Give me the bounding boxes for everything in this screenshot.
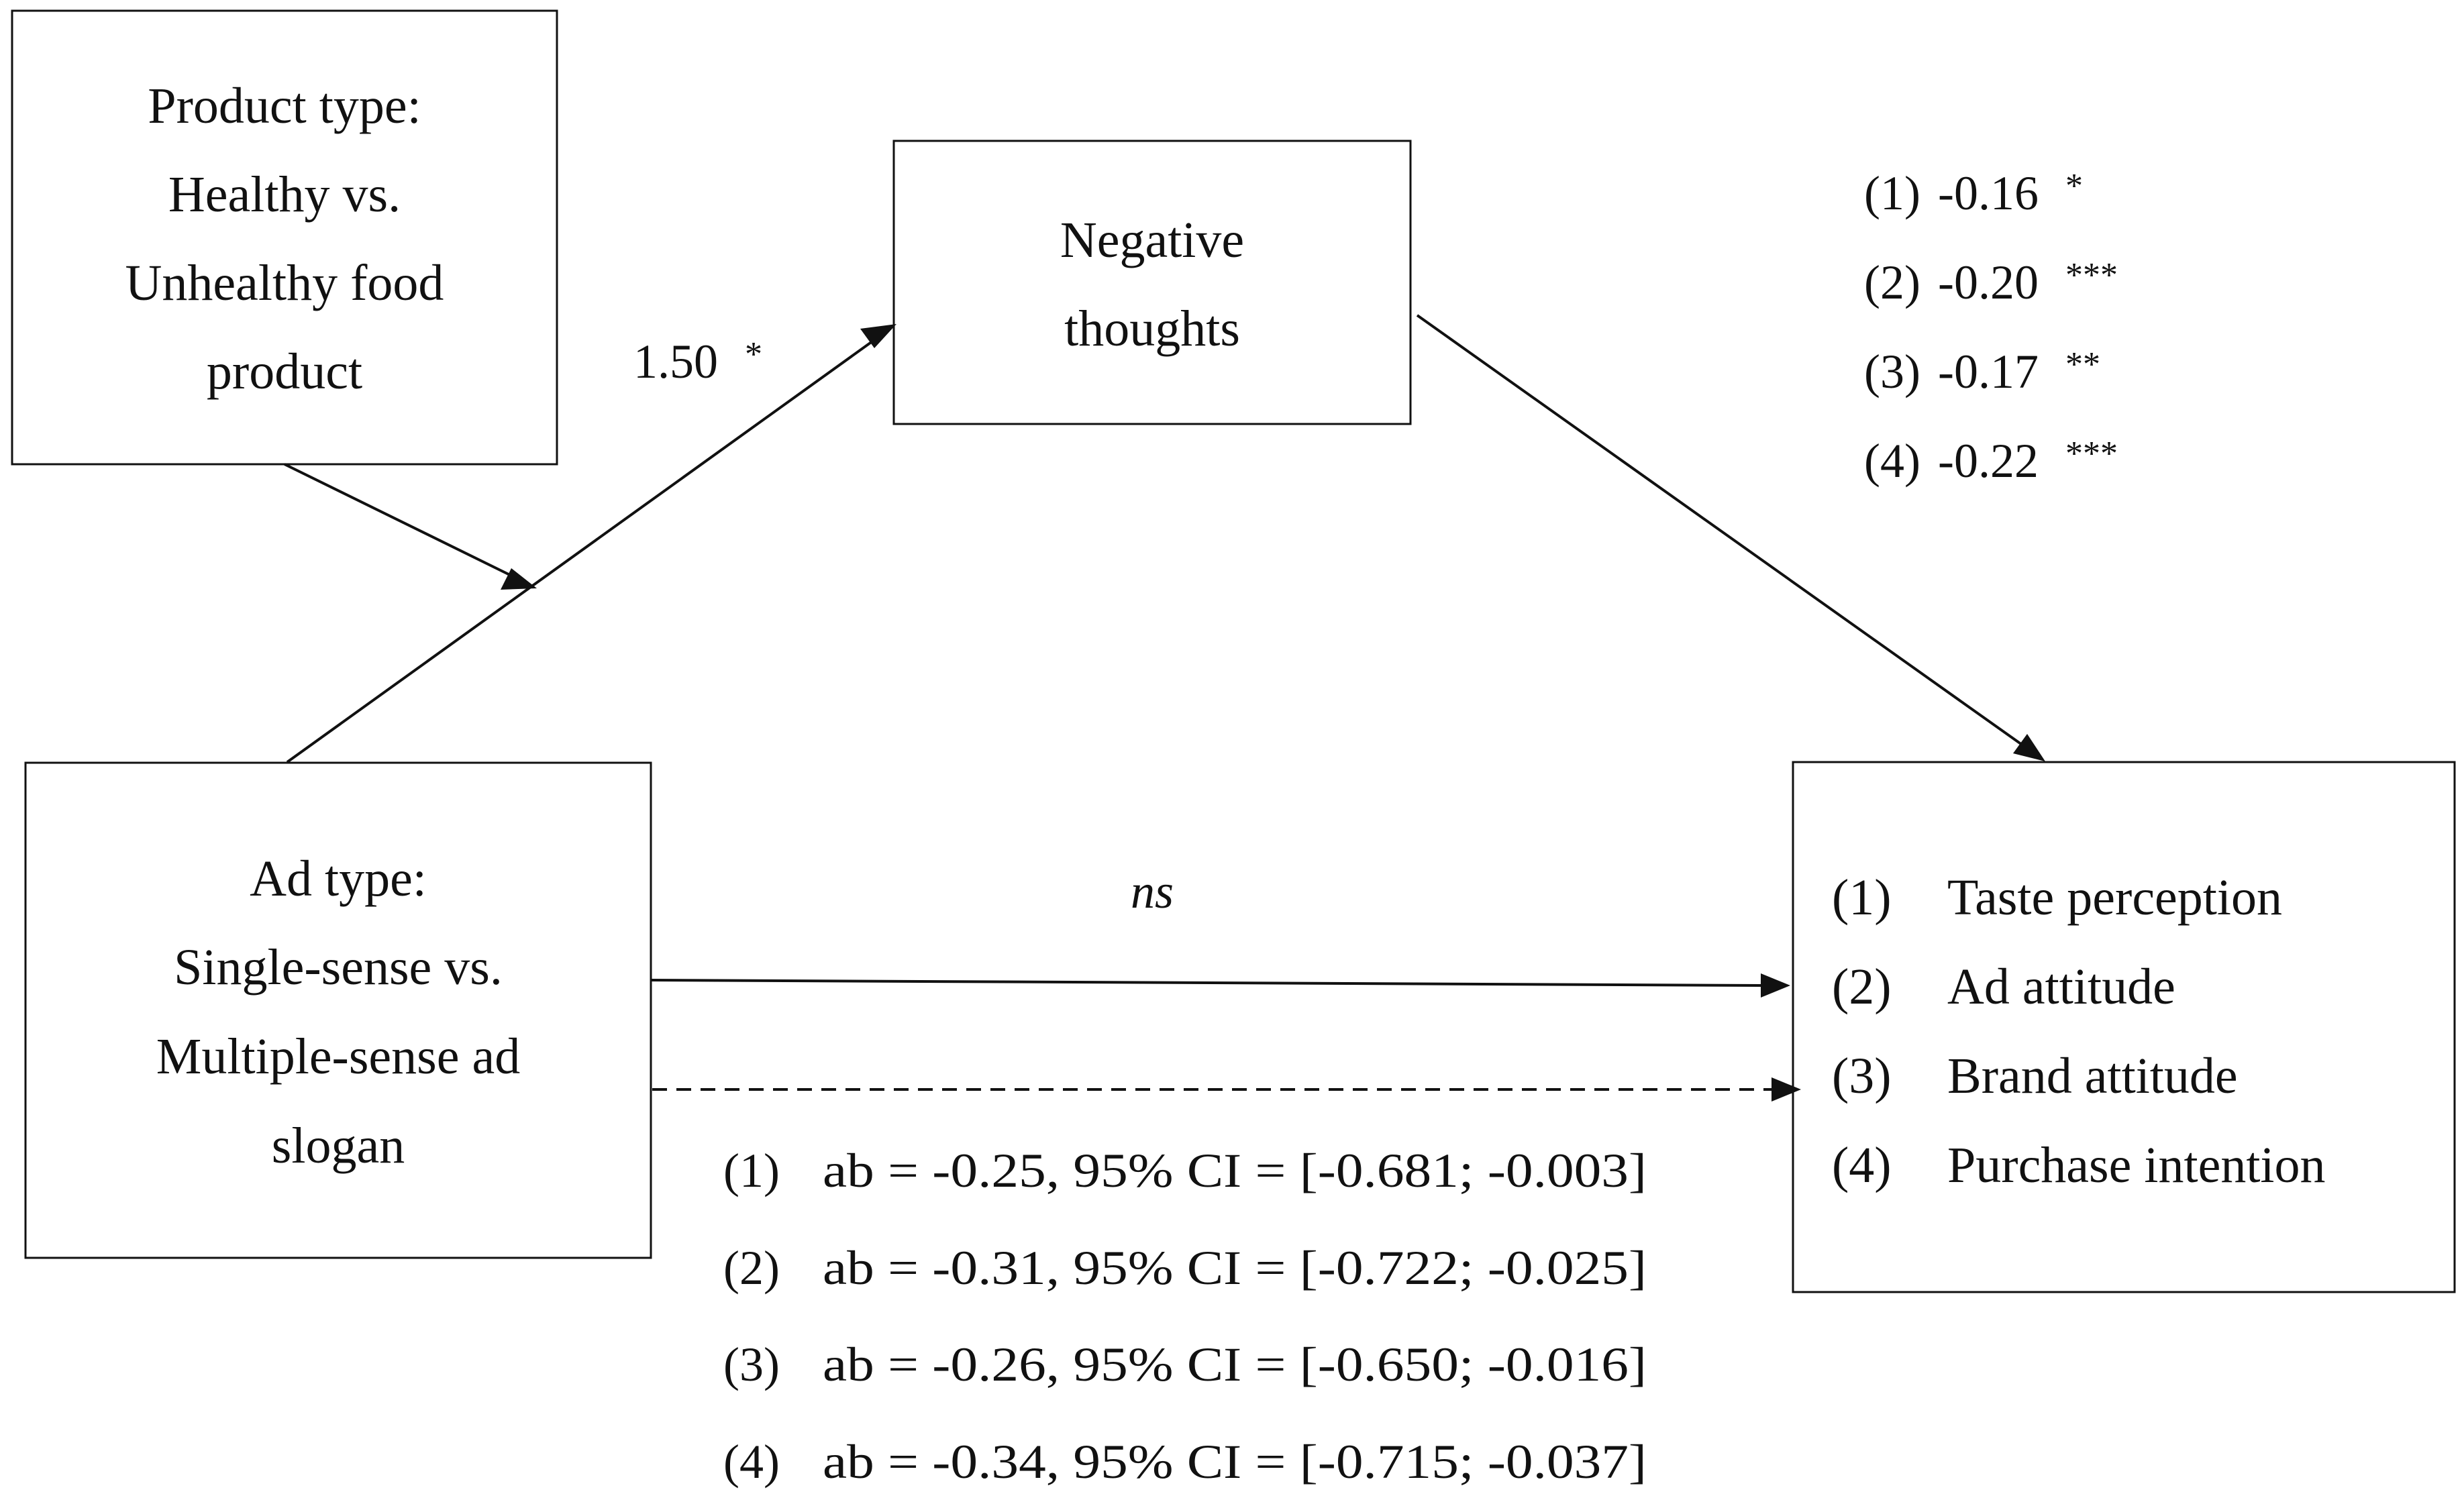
direct-effect-arrow — [650, 973, 1790, 998]
outcome-item-3: (3) Brand attitude — [1832, 1048, 2238, 1104]
indirect-effect-text: ab = -0.26, 95% CI = [-0.650; -0.016] — [823, 1338, 1647, 1391]
negative-thoughts-box: Negative thoughts — [892, 140, 1412, 425]
indirect-effect-row-2: (2) ab = -0.31, 95% CI = [-0.722; -0.025… — [723, 1241, 1647, 1295]
indirect-effect-row-4: (4) ab = -0.34, 95% CI = [-0.715; -0.037… — [723, 1435, 1647, 1489]
b-path-arrow — [1416, 314, 2045, 761]
ad-type-line-4: slogan — [272, 1118, 405, 1174]
outcome-label: Ad attitude — [1947, 959, 2175, 1015]
outcome-item-1: (1) Taste perception — [1832, 869, 2282, 926]
product-type-line-2: Healthy vs. — [168, 166, 401, 223]
b-path-row-2: (2) -0.20 *** — [1864, 256, 2118, 309]
b-path-value: -0.16 — [1938, 166, 2039, 220]
b-path-value: -0.22 — [1938, 434, 2039, 488]
outcomes-box: (1) Taste perception (2) Ad attitude (3)… — [1792, 761, 2456, 1293]
b-path-row-3: (3) -0.17 ** — [1864, 345, 2100, 398]
b-path-number: (2) — [1864, 256, 1920, 309]
b-path-number: (4) — [1864, 434, 1920, 488]
b-path-coefficients: (1) -0.16 * (2) -0.20 *** (3) -0.17 ** (… — [1864, 166, 2118, 488]
outcome-label: Taste perception — [1947, 869, 2282, 926]
b-path-row-4: (4) -0.22 *** — [1864, 434, 2118, 488]
indirect-effect-number: (1) — [723, 1144, 780, 1197]
indirect-effect-number: (3) — [723, 1338, 780, 1391]
outcome-label: Brand attitude — [1947, 1048, 2238, 1104]
outcome-number: (1) — [1832, 869, 1892, 926]
b-path-value: -0.17 — [1938, 345, 2039, 398]
moderator-arrow — [284, 463, 537, 590]
a-path-value: 1.50 — [633, 335, 718, 388]
indirect-effect-row-1: (1) ab = -0.25, 95% CI = [-0.681; -0.003… — [723, 1144, 1647, 1197]
b-path-number: (1) — [1864, 166, 1920, 220]
b-path-value: -0.20 — [1938, 256, 2039, 309]
a-path-arrow — [286, 324, 896, 763]
product-type-line-4: product — [207, 343, 362, 400]
direct-effect-label: ns — [1131, 865, 1174, 918]
outcome-item-4: (4) Purchase intention — [1832, 1137, 2326, 1193]
indirect-effect-text: ab = -0.31, 95% CI = [-0.722; -0.025] — [823, 1241, 1647, 1295]
outcome-number: (3) — [1832, 1048, 1892, 1104]
ad-type-line-1: Ad type: — [250, 851, 427, 907]
indirect-effect-row-3: (3) ab = -0.26, 95% CI = [-0.650; -0.016… — [723, 1338, 1647, 1391]
b-path-stars: *** — [2065, 435, 2118, 473]
product-type-box: Product type: Healthy vs. Unhealthy food… — [11, 9, 558, 466]
product-type-line-1: Product type: — [148, 78, 421, 134]
a-path-coefficient: 1.50 * — [633, 335, 762, 388]
indirect-effect-number: (2) — [723, 1241, 780, 1295]
indirect-effect-arrow — [652, 1077, 1801, 1102]
b-path-row-1: (1) -0.16 * — [1864, 166, 2083, 220]
a-path-stars: * — [745, 335, 762, 374]
b-path-stars: *** — [2065, 256, 2118, 295]
ad-type-box: Ad type: Single-sense vs. Multiple-sense… — [24, 761, 652, 1259]
b-path-stars: ** — [2065, 345, 2100, 384]
outcome-label: Purchase intention — [1947, 1137, 2326, 1193]
indirect-effect-text: ab = -0.25, 95% CI = [-0.681; -0.003] — [823, 1144, 1647, 1197]
product-type-line-3: Unhealthy food — [125, 255, 444, 311]
outcome-item-2: (2) Ad attitude — [1832, 959, 2175, 1015]
ad-type-line-2: Single-sense vs. — [174, 939, 503, 996]
b-path-number: (3) — [1864, 345, 1920, 398]
ad-type-line-3: Multiple-sense ad — [156, 1028, 520, 1085]
outcome-number: (4) — [1832, 1137, 1892, 1193]
indirect-effect-text: ab = -0.34, 95% CI = [-0.715; -0.037] — [823, 1435, 1647, 1489]
negative-thoughts-line-2: thoughts — [1064, 301, 1240, 357]
negative-thoughts-line-1: Negative — [1060, 212, 1244, 268]
indirect-effects: (1) ab = -0.25, 95% CI = [-0.681; -0.003… — [723, 1144, 1647, 1489]
b-path-stars: * — [2065, 167, 2083, 205]
outcome-number: (2) — [1832, 959, 1892, 1015]
indirect-effect-number: (4) — [723, 1435, 780, 1489]
